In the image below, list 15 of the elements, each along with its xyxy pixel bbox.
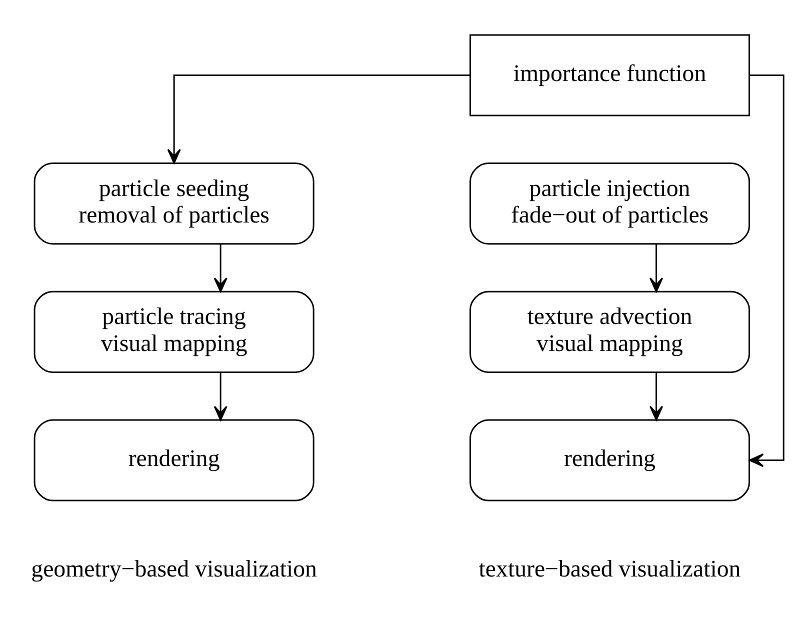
node-box: rendering	[34, 419, 314, 502]
node-box: importance function	[470, 34, 750, 116]
label: texture−based visualization	[478, 556, 741, 582]
node-box: rendering	[470, 419, 750, 502]
label: geometry−based visualization	[31, 556, 317, 582]
arrow	[214, 372, 228, 421]
node-box: particle tracing visual mapping	[34, 290, 314, 373]
arrow	[214, 244, 228, 292]
node-box: particle injection fade−out of particles	[470, 162, 750, 245]
arrow	[167, 74, 470, 164]
node-box: texture advection visual mapping	[470, 290, 750, 373]
arrow	[650, 372, 664, 421]
node-box: particle seeding removal of particles	[34, 162, 314, 245]
arrow	[650, 244, 664, 292]
arrow	[748, 74, 784, 468]
